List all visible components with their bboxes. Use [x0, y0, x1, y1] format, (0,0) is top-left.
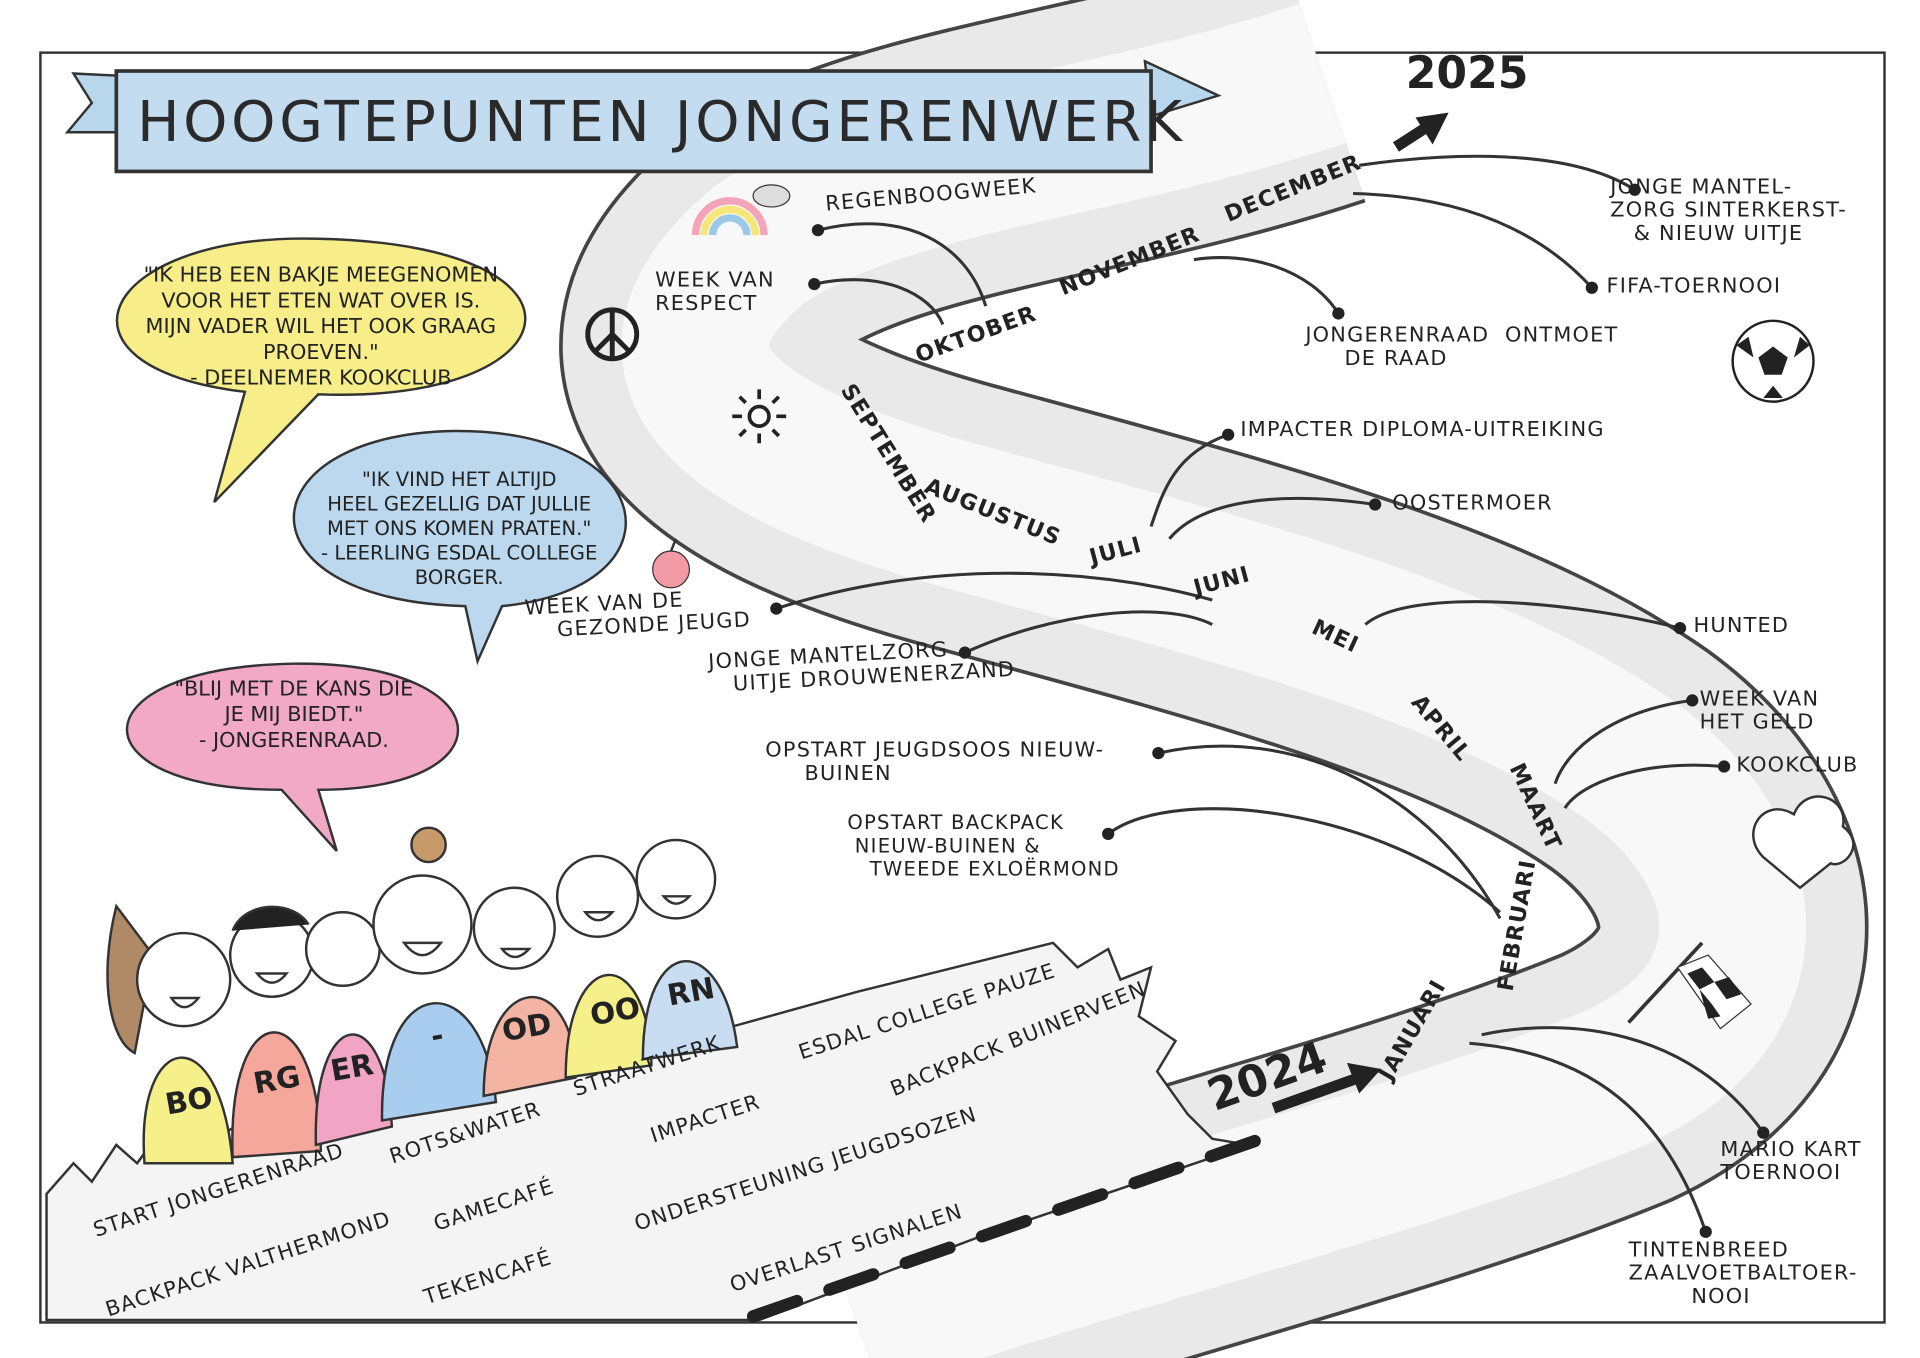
apple-icon	[652, 538, 691, 589]
speech-bubble-blue	[292, 429, 627, 666]
event-dots	[770, 183, 1770, 1238]
soccer-ball-icon	[1731, 319, 1815, 403]
event-label: KOOKCLUB	[1736, 753, 1859, 778]
peace-icon	[585, 307, 640, 362]
quote-author: - LEERLING ESDAL COLLEGE BORGER.	[321, 541, 598, 589]
quote-author: - JONGERENRAAD.	[198, 728, 389, 754]
quote-text: "IK HEB EEN BAKJE MEEGENOMEN VOOR HET ET…	[143, 263, 499, 365]
rainbow-icon	[691, 184, 791, 236]
event-label: IMPACTER DIPLOMA-UITREIKING	[1240, 417, 1605, 443]
event-label: JONGE MANTEL- ZORG SINTERKERST- & NIEUW …	[1610, 175, 1847, 247]
team-people-illustration	[106, 826, 739, 1165]
page-title: HOOGTEPUNTEN JONGERENWERK	[137, 88, 1186, 155]
event-label: TINTENBREED ZAALVOETBALTOER- NOOI	[1628, 1237, 1858, 1309]
quote-jongerenraad: "BLIJ MET DE KANS DIE JE MIJ BIEDT."- JO…	[110, 677, 477, 754]
event-label: OPSTART BACKPACK NIEUW-BUINEN & TWEEDE E…	[847, 810, 1120, 881]
chef-hat-icon	[1752, 795, 1855, 890]
event-label: OPSTART JEUGDSOOS NIEUW- BUINEN	[765, 738, 1105, 787]
event-label: JONGERENRAAD ONTMOET DE RAAD	[1305, 323, 1619, 372]
arrow-2024-icon	[1271, 1072, 1362, 1114]
year-end: 2025	[1405, 48, 1529, 100]
event-label: MARIO KART TOERNOOI	[1720, 1137, 1862, 1186]
title-banner	[64, 59, 1222, 174]
quote-kookclub: "IK HEB EEN BAKJE MEEGENOMEN VOOR HET ET…	[76, 263, 566, 392]
checkered-flag-icon	[1627, 941, 1752, 1030]
sun-icon	[732, 389, 787, 444]
quote-leerling: "IK VIND HET ALTIJD HEEL GEZELLIG DAT JU…	[263, 468, 655, 590]
event-label: OOSTERMOER	[1392, 491, 1553, 516]
quote-author: - DEELNEMER KOOKCLUB	[190, 366, 452, 391]
event-label: HUNTED	[1693, 613, 1790, 638]
speech-bubble-pink	[125, 662, 459, 852]
team-letter: ER	[327, 1047, 376, 1089]
event-connectors	[775, 154, 1765, 1233]
quote-text: "BLIJ MET DE KANS DIE JE MIJ BIEDT."	[174, 677, 414, 728]
event-label: FIFA-TOERNOOI	[1606, 274, 1782, 299]
event-label: WEEK VAN HET GELD	[1699, 686, 1820, 735]
event-label: WEEK VAN RESPECT	[655, 268, 775, 316]
quote-text: "IK VIND HET ALTIJD HEEL GEZELLIG DAT JU…	[327, 467, 592, 541]
road-dashes	[746, 1132, 1268, 1323]
speech-bubble-yellow	[115, 237, 527, 503]
